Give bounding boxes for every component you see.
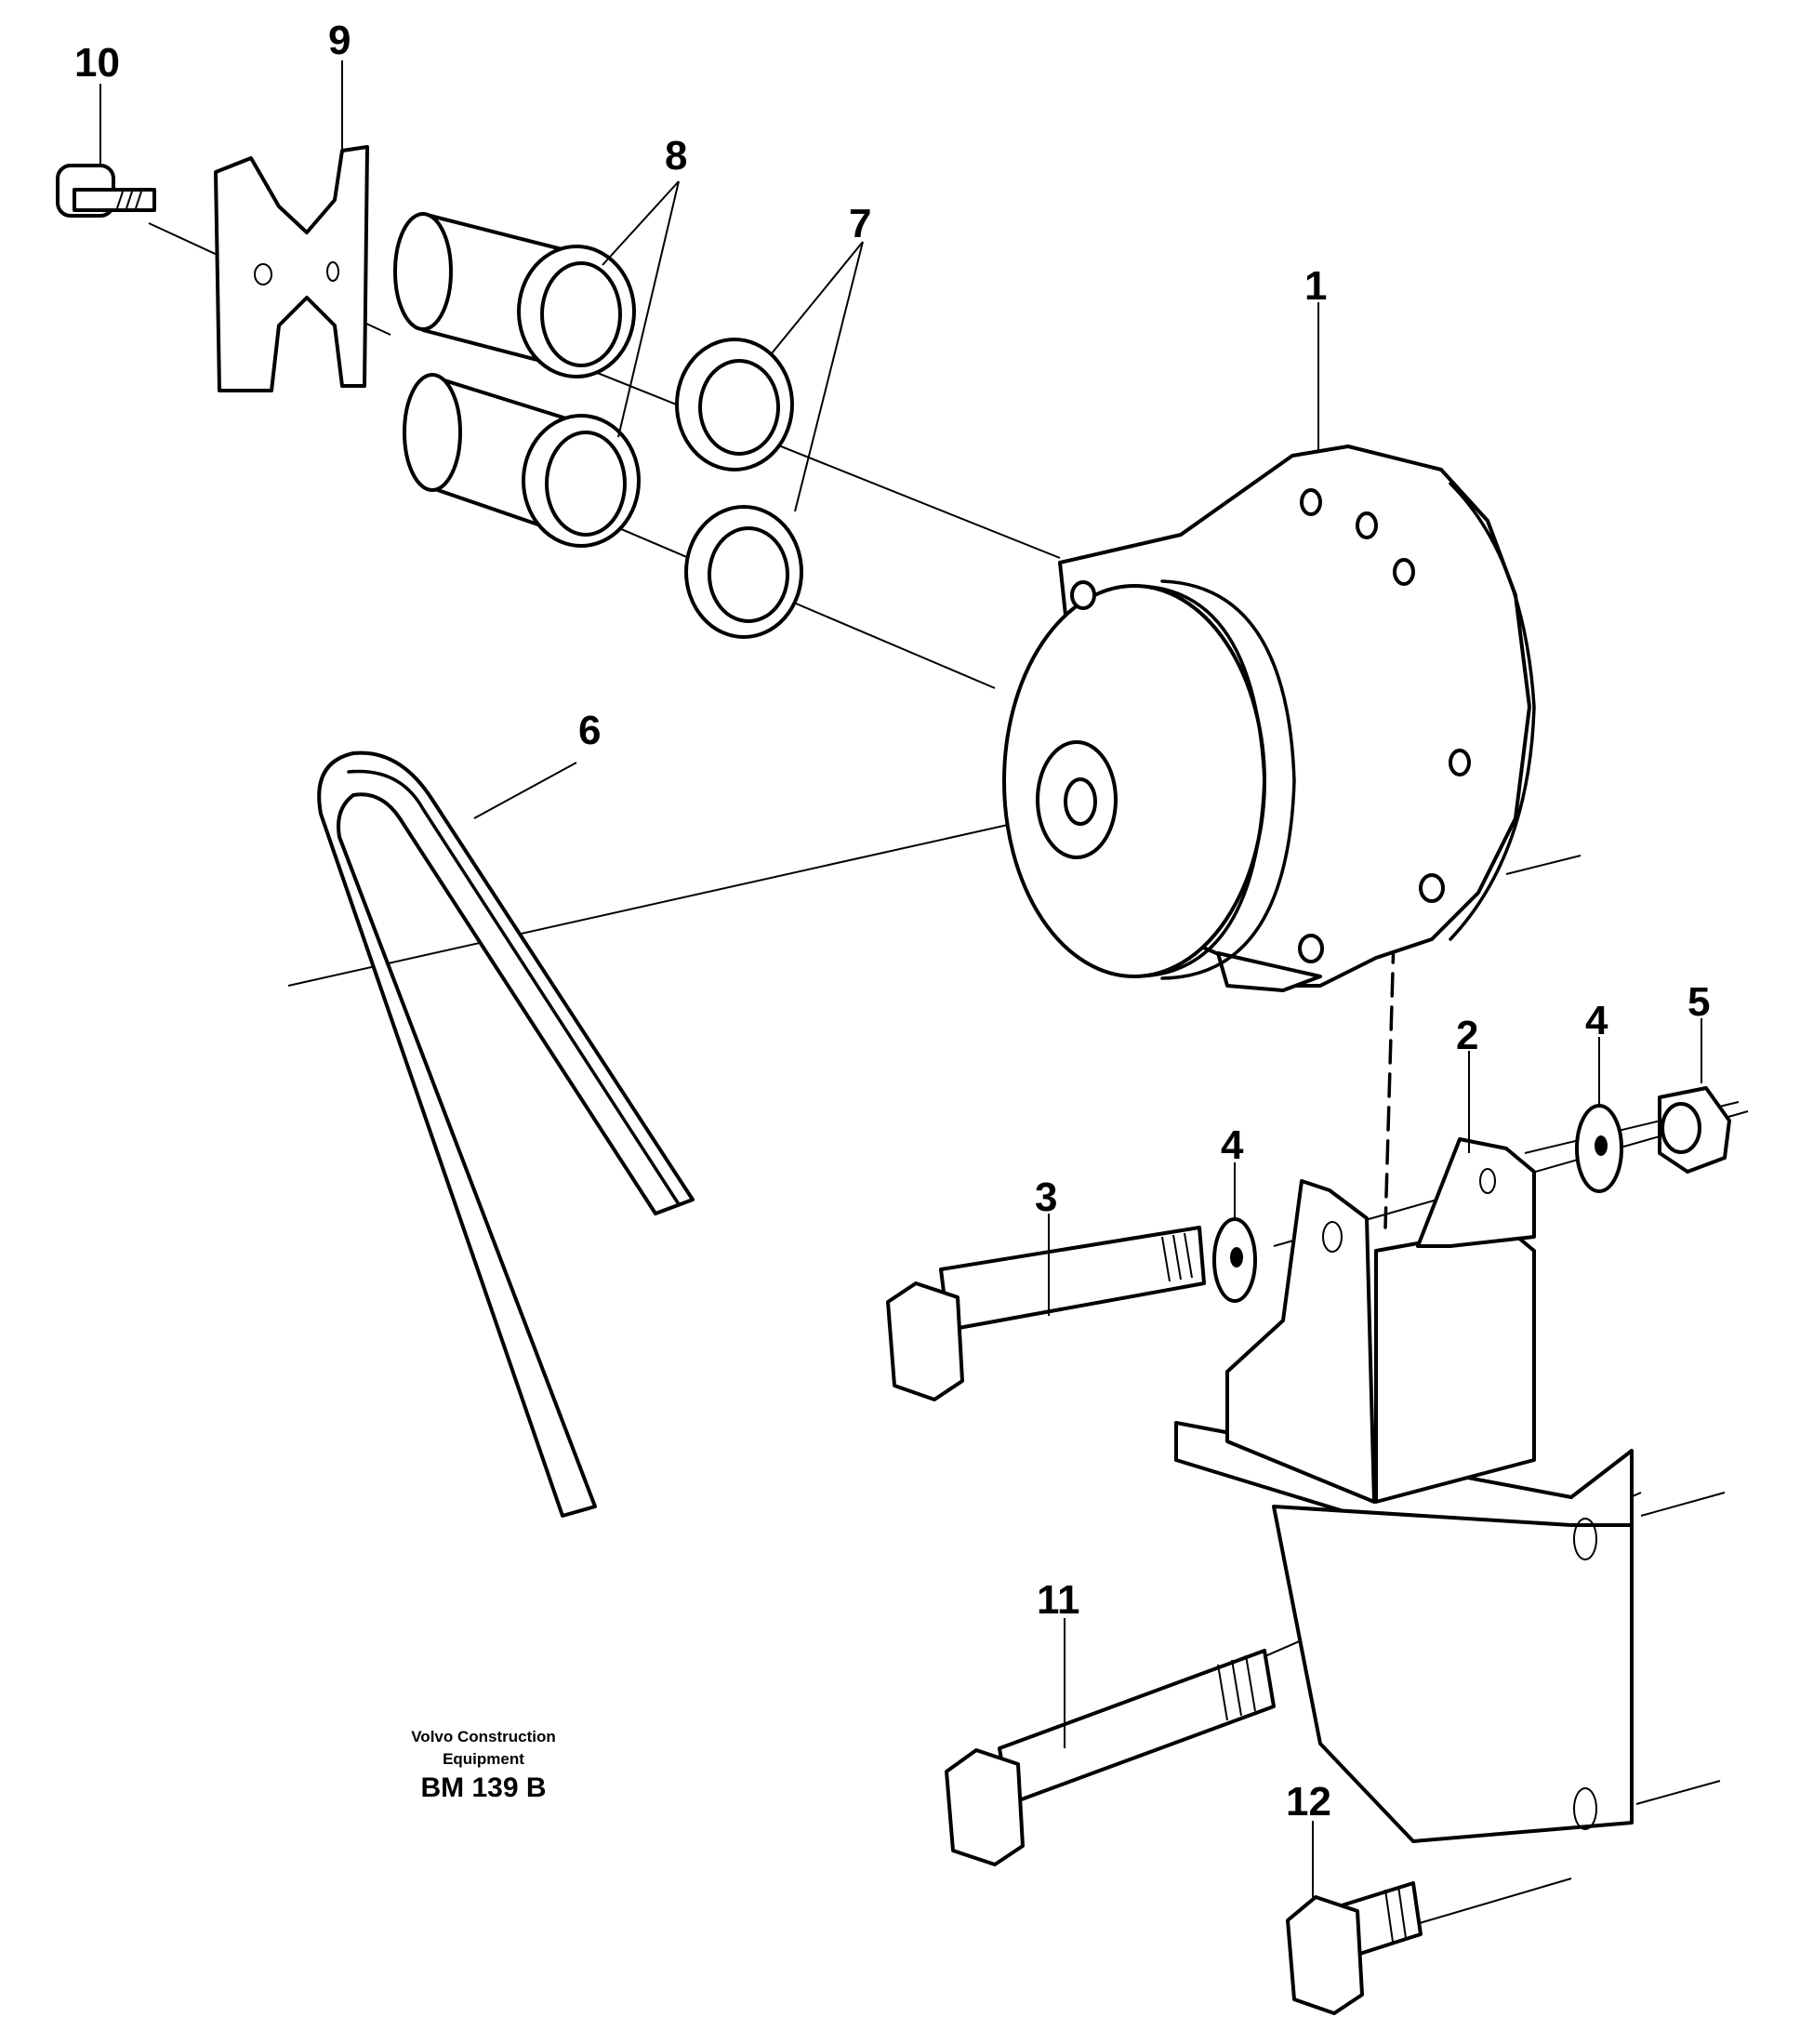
callout-9: 9	[328, 18, 351, 63]
part-7-ring-lower	[684, 505, 803, 639]
part-11-bolt	[945, 1649, 1276, 1866]
part-10-bolt	[56, 164, 156, 218]
callout-4-left: 4	[1221, 1122, 1244, 1168]
callout-8: 8	[665, 133, 687, 179]
publisher-name-line-1: Volvo Construction	[411, 1728, 556, 1745]
part-12-bolt	[1286, 1881, 1423, 2015]
callout-5: 5	[1688, 979, 1710, 1025]
callout-11: 11	[1037, 1577, 1080, 1623]
part-8-bushing-upper	[393, 212, 636, 378]
callout-7: 7	[849, 201, 871, 246]
callout-2: 2	[1456, 1013, 1478, 1058]
part-8-bushing-lower	[403, 373, 641, 548]
part-4-washer-right	[1575, 1104, 1623, 1193]
callout-4-right: 4	[1585, 998, 1608, 1043]
part-1-alternator	[1002, 445, 1536, 992]
callout-1: 1	[1304, 263, 1327, 309]
callout-12: 12	[1286, 1779, 1331, 1825]
part-9-retaining-plate	[214, 145, 369, 392]
callout-6: 6	[578, 708, 601, 753]
part-5-nut	[1658, 1086, 1731, 1174]
publisher-name-line-2: Equipment	[443, 1750, 524, 1768]
drawing-code: BM 139 B	[420, 1772, 547, 1803]
part-4-washer-left	[1212, 1217, 1257, 1303]
part-3-bolt	[886, 1226, 1206, 1401]
callout-10: 10	[74, 40, 120, 86]
part-2-bracket	[1174, 1137, 1634, 1843]
callout-3: 3	[1035, 1175, 1057, 1220]
part-6-v-belt	[317, 750, 695, 1518]
leader-lines	[99, 60, 1702, 1897]
part-7-ring-upper	[675, 338, 794, 471]
